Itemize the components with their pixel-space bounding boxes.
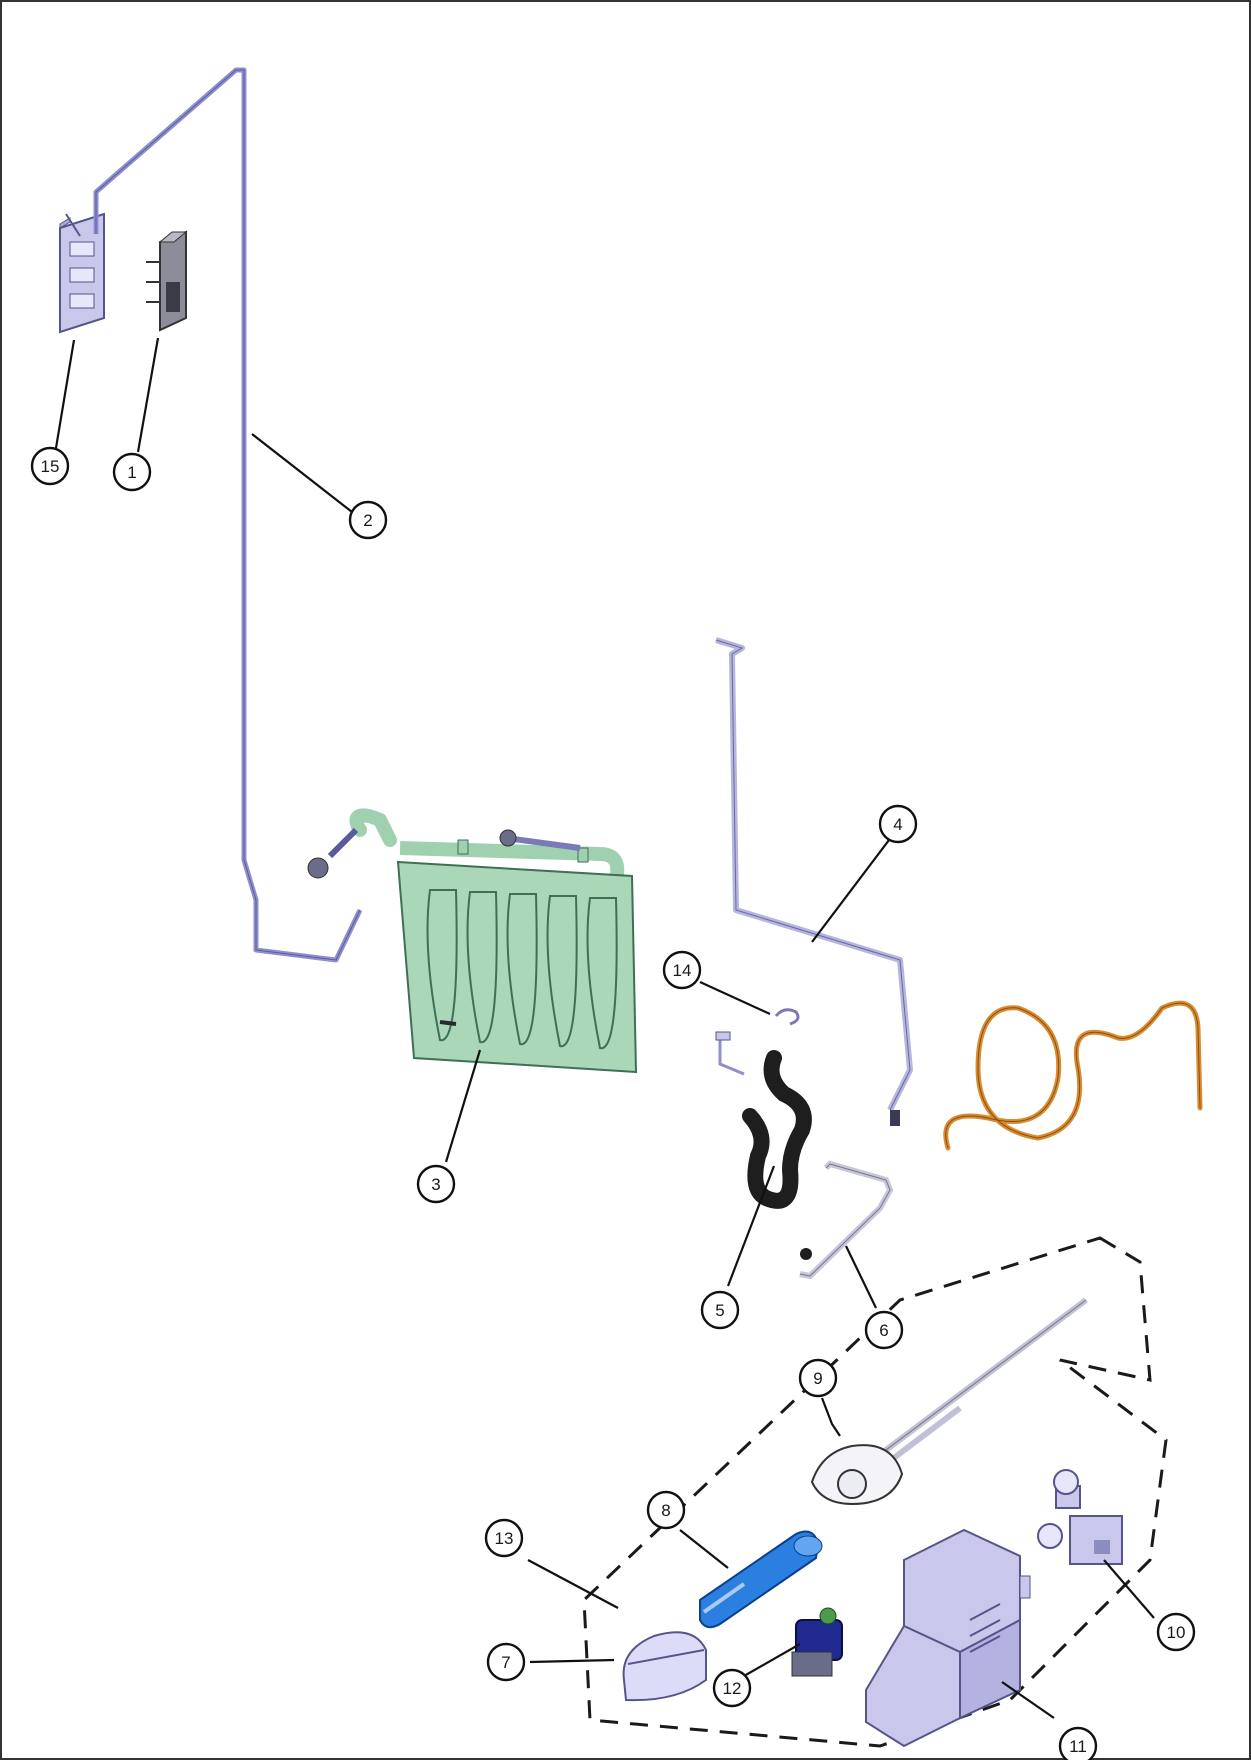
filter-head-icon [810,1297,1088,1506]
callout-label: 10 [1167,1623,1186,1642]
callout-circle [864,1310,904,1350]
callout-5: 5 [700,1290,740,1330]
leader-9 [820,1397,841,1437]
callout-7: 7 [486,1642,526,1682]
leader-11 [1001,1681,1055,1719]
callout-label: 11 [1069,1737,1087,1756]
callout-15: 15 [30,446,70,486]
callout-circle [798,1358,838,1398]
callout-circle [662,950,702,990]
leader-5 [726,1165,776,1287]
callout-circle [30,446,70,486]
leader-4 [811,835,893,943]
callout-circle [348,500,388,540]
callout-label: 13 [495,1529,514,1548]
leader-7 [529,1658,615,1664]
callout-1: 1 [112,452,152,492]
switch-housing-icon [59,212,105,334]
callout-circle [878,804,918,844]
water-filter-icon [699,1530,823,1629]
leader-14 [699,980,771,1016]
callout-label: 6 [879,1321,888,1340]
callout-label: 15 [41,457,60,476]
callout-label: 9 [813,1369,822,1388]
callout-6: 6 [864,1310,904,1350]
connector-icon [146,230,188,332]
callout-12: 12 [712,1668,752,1708]
callout-label: 14 [673,961,692,980]
callout-label: 2 [363,511,372,530]
water-valve-icon [1037,1469,1123,1565]
callout-2: 2 [348,500,388,540]
fill-tube-icon [715,637,913,1126]
ice-tray-icon [307,808,638,1074]
callout-circle [700,1290,740,1330]
callout-9: 9 [798,1358,838,1398]
assembly-boundary [582,1236,1168,1748]
tray-hanger-icon [799,1160,894,1280]
leader-lines [54,337,1155,1719]
leader-15 [54,339,76,449]
callout-3: 3 [416,1164,456,1204]
leader-6 [845,1245,877,1309]
callout-label: 5 [715,1301,724,1320]
callout-13: 13 [484,1518,524,1558]
callout-4: 4 [878,804,918,844]
callout-label: 1 [127,463,136,482]
valve-bracket-icon [865,1528,1031,1748]
callout-14: 14 [662,950,702,990]
filter-cap-icon [622,1631,707,1702]
callout-circle [712,1668,752,1708]
heater-wire-icon [943,1000,1203,1151]
valve-actuator-icon [791,1607,843,1677]
drain-hose-icon [715,1031,812,1209]
callout-circle [416,1164,456,1204]
leader-13 [527,1559,619,1609]
callout-8: 8 [646,1490,686,1530]
callout-circle [112,452,152,492]
callout-label: 8 [661,1501,670,1520]
callout-label: 12 [723,1679,742,1698]
clip-icon [774,1008,800,1026]
water-tube-icon [93,67,363,963]
callout-label: 4 [893,815,902,834]
leader-3 [444,1049,482,1163]
callout-circle [646,1490,686,1530]
callout-circle [1058,1726,1098,1760]
callout-label: 3 [431,1175,440,1194]
callout-10: 10 [1156,1612,1196,1652]
callout-circle [486,1642,526,1682]
leader-2 [251,433,353,513]
callout-circle [484,1518,524,1558]
leader-10 [1103,1559,1155,1619]
leader-8 [679,1529,729,1569]
callout-circle [1156,1612,1196,1652]
leader-1 [136,337,160,453]
callout-11: 11 [1058,1726,1098,1760]
callout-label: 7 [501,1653,510,1672]
leader-12 [743,1643,801,1677]
